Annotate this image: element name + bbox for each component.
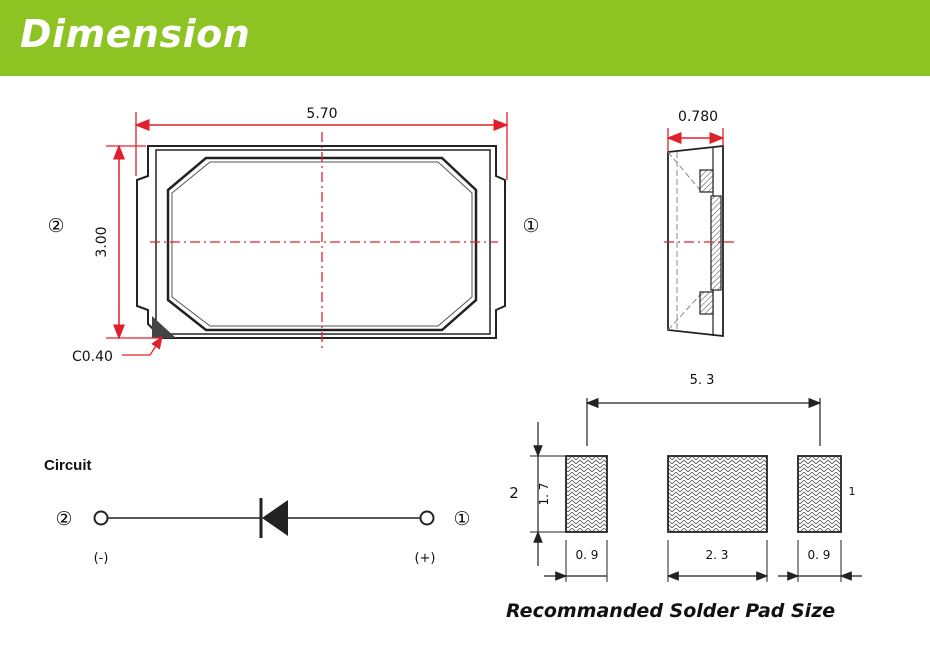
chamfer-label: C0.40 bbox=[72, 349, 113, 365]
pad-right-height-label: 1 bbox=[849, 485, 856, 498]
side-view: 0.780 bbox=[664, 109, 736, 338]
circuit-terminal-right bbox=[419, 510, 435, 526]
pad-right-width-label: 0. 9 bbox=[808, 548, 831, 562]
header-banner: Dimension bbox=[0, 0, 930, 76]
pad-height-label: 1. 7 bbox=[537, 483, 551, 506]
circuit-terminal-left bbox=[93, 510, 109, 526]
lower-lead-section bbox=[699, 291, 714, 315]
lens-outline bbox=[166, 156, 478, 332]
circuit-pin-2: ② bbox=[55, 508, 72, 530]
circuit-diagram: ② ① (-) (+) bbox=[55, 498, 471, 566]
overall-width-label: 5. 3 bbox=[690, 373, 715, 388]
pin-2-marker: ② bbox=[47, 215, 64, 237]
cathode-chamfer-mark bbox=[152, 316, 176, 338]
top-view: 5.70 3.00 C0.40 ② ① bbox=[47, 106, 539, 365]
polarity-positive: (+) bbox=[414, 551, 435, 566]
page-title: Dimension bbox=[20, 12, 251, 56]
side-body-outline bbox=[667, 144, 724, 338]
pad-right bbox=[797, 455, 842, 533]
polarity-negative: (-) bbox=[94, 551, 109, 566]
upper-lead-section bbox=[699, 169, 714, 193]
total-height-label: 2 bbox=[509, 484, 519, 502]
circuit-pin-1: ① bbox=[453, 508, 470, 530]
pad-left-width-label: 0. 9 bbox=[576, 548, 599, 562]
middle-lead-section bbox=[710, 195, 722, 291]
solder-pad-drawing: 5. 3 2 1. 7 0. 9 2. 3 0. 9 1 bbox=[509, 373, 862, 582]
thickness-label: 0.780 bbox=[678, 109, 718, 125]
diode-triangle bbox=[262, 500, 288, 536]
chamfer-leader bbox=[122, 335, 163, 356]
pad-middle bbox=[667, 455, 768, 533]
pin-1-marker: ① bbox=[522, 215, 539, 237]
circuit-title: Circuit bbox=[44, 457, 92, 474]
package-outline bbox=[136, 145, 506, 339]
width-label: 5.70 bbox=[306, 106, 337, 122]
pad-middle-width-label: 2. 3 bbox=[706, 548, 729, 562]
solder-pad-caption: Recommanded Solder Pad Size bbox=[506, 600, 836, 622]
height-label: 3.00 bbox=[94, 226, 110, 257]
pad-left bbox=[565, 455, 608, 533]
